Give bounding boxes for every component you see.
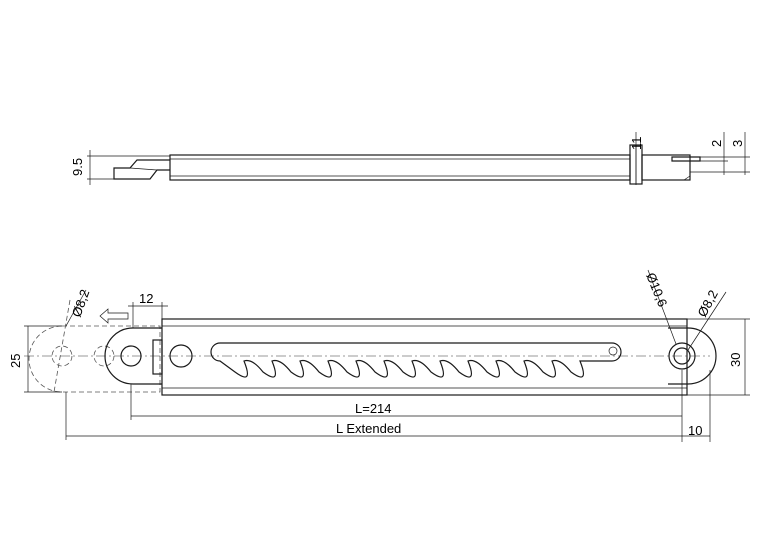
dim-side-bracket: 11 <box>629 132 644 185</box>
dim-side-tab-b-label: 3 <box>730 140 745 147</box>
top-view: 25 Ø8,2 12 Ø10,6 Ø8,2 30 <box>8 269 750 442</box>
side-right-tab <box>671 156 701 162</box>
dim-length-extended: L Extended <box>65 392 710 440</box>
side-view: 9.5 11 2 3 <box>70 132 750 185</box>
extend-direction-arrow <box>99 308 129 324</box>
dim-side-bracket-label: 11 <box>629 137 644 151</box>
dim-left-hole: Ø8,2 <box>65 287 93 327</box>
dim-left-offset: 12 <box>128 291 168 328</box>
dim-end-offset-label: 10 <box>688 423 702 438</box>
dim-length-extended-label: L Extended <box>336 421 401 436</box>
right-eye-plate <box>668 327 717 385</box>
dim-left-offset-label: 12 <box>139 291 153 306</box>
ratchet-slot <box>210 342 622 378</box>
dim-side-height-label: 9.5 <box>70 158 85 176</box>
side-right-tab-return <box>683 161 691 181</box>
dim-body-height-label: 30 <box>728 353 743 367</box>
dim-end-offset: 10 <box>688 370 711 442</box>
dim-plate-height-label: 25 <box>8 354 23 368</box>
dim-side-height: 9.5 <box>70 150 170 185</box>
side-left-tab <box>113 159 170 180</box>
side-bracket-plate <box>641 154 691 181</box>
slot-end-pin <box>608 346 618 356</box>
dim-side-tab: 2 3 <box>690 132 750 175</box>
slide-body <box>161 318 688 396</box>
left-slide-block <box>152 339 163 375</box>
dim-left-hole-label: Ø8,2 <box>69 287 93 319</box>
dim-right-outer: Ø10,6 <box>643 269 677 345</box>
extended-position-ghost <box>28 299 161 393</box>
dim-plate-height: 25 <box>8 325 62 393</box>
dim-right-outer-label: Ø10,6 <box>643 271 670 309</box>
dim-body-height: 30 <box>687 318 750 396</box>
dim-length: L=214 <box>130 370 683 442</box>
dim-length-label: L=214 <box>355 401 392 416</box>
dim-right-inner-label: Ø8,2 <box>694 287 720 319</box>
dim-side-tab-a-label: 2 <box>709 140 724 147</box>
side-left-tab-fold <box>129 167 158 171</box>
